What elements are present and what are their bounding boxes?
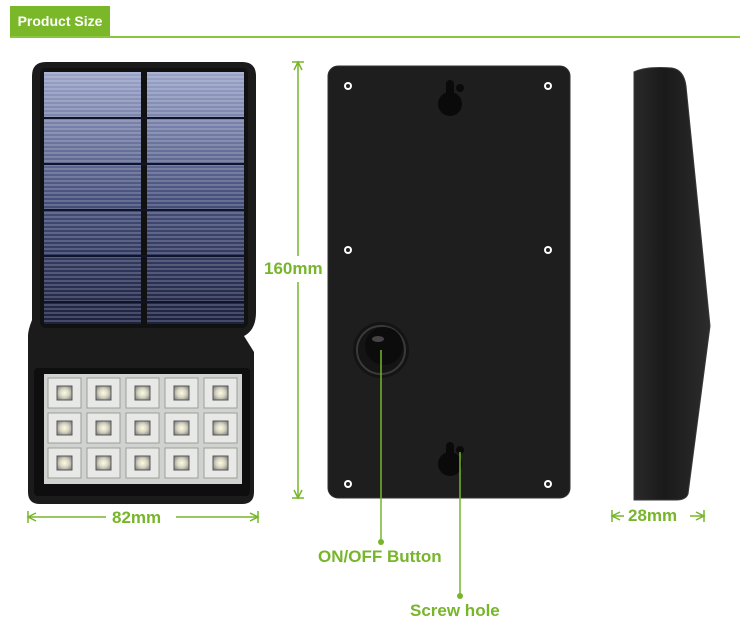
led-chip <box>134 385 151 401</box>
header-rule <box>10 36 740 38</box>
dimension-lines <box>26 60 706 596</box>
led-chip <box>212 420 229 436</box>
depth-label: 28mm <box>628 506 678 525</box>
led-chip <box>95 385 112 401</box>
led-chip <box>95 420 112 436</box>
screw-hole-markers <box>344 82 552 488</box>
led-chip <box>56 385 73 401</box>
screw-callout-dot <box>457 593 463 599</box>
led-chip <box>212 455 229 471</box>
led-cell <box>125 447 160 479</box>
keyhole-bottom <box>438 442 464 476</box>
button-callout-dot <box>378 539 384 545</box>
led-chip <box>56 455 73 471</box>
led-chip <box>56 420 73 436</box>
keyhole-top <box>438 80 464 116</box>
led-chip <box>95 455 112 471</box>
back-view <box>327 65 571 499</box>
screw-hole-label: Screw hole <box>410 601 500 620</box>
on-off-button-label: ON/OFF Button <box>318 547 442 566</box>
led-chip <box>173 455 190 471</box>
led-chip <box>173 420 190 436</box>
section-title-tab: Product Size <box>10 6 110 37</box>
led-chip <box>134 455 151 471</box>
led-chip <box>134 420 151 436</box>
led-chip <box>212 385 229 401</box>
led-chip <box>173 385 190 401</box>
width-label: 82mm <box>112 508 162 527</box>
side-view <box>633 67 711 501</box>
section-title: Product Size <box>17 13 103 29</box>
height-label: 160mm <box>264 259 323 278</box>
front-view <box>28 62 256 504</box>
